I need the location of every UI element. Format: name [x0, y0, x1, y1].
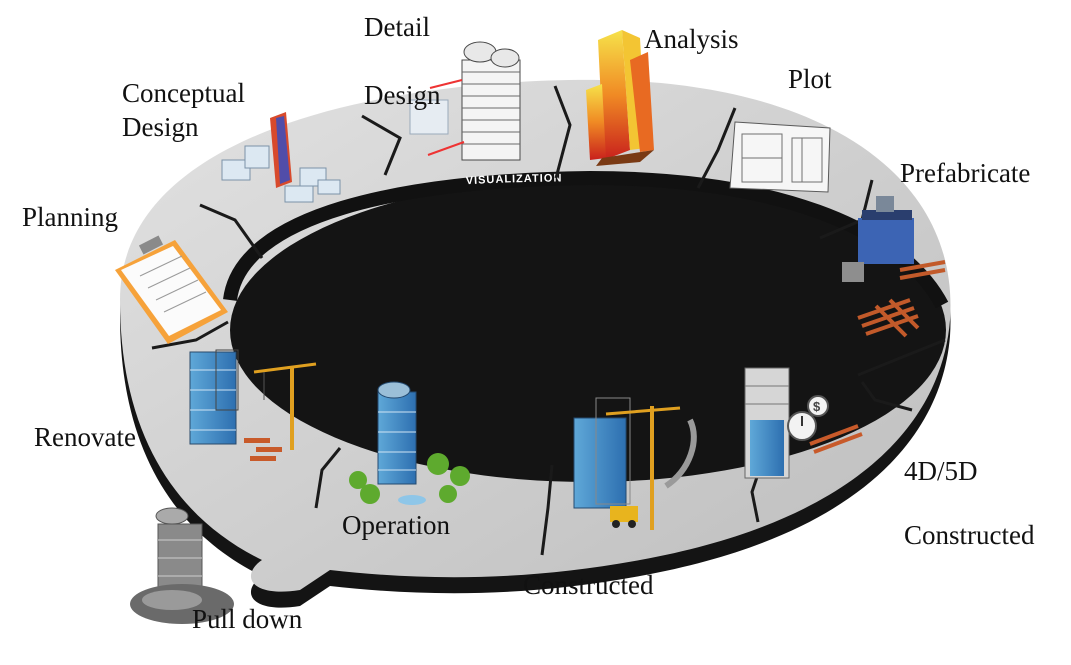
- stage-label-plot: Plot: [788, 64, 832, 94]
- stage-label-planning: Planning: [22, 202, 119, 232]
- stage-label-detail-design-line2: Design: [364, 80, 441, 110]
- prefab-machine-icon: [842, 196, 946, 338]
- stage-label-constructed-bottom: Constructed: [523, 570, 654, 600]
- floor-plan-icon: [729, 121, 831, 193]
- segment-dividers: [151, 85, 946, 556]
- stage-label-prefabricate: Prefabricate: [900, 158, 1031, 188]
- stage-label-constructed-right: Constructed: [904, 520, 1035, 550]
- demolition-rubble-icon: [130, 507, 234, 624]
- stage-label-conceptual-design: Conceptual Design: [122, 78, 245, 142]
- planning-clipboard-icon: [115, 235, 228, 344]
- stage-label-analysis: Analysis: [644, 24, 739, 54]
- stage-label-detail-design-line1: Detail: [364, 12, 430, 42]
- detail-design-building-icon: [409, 41, 521, 161]
- stage-label-operation: Operation: [342, 510, 450, 540]
- analysis-model-icon: [586, 30, 654, 166]
- operation-building-icon: [349, 381, 470, 505]
- visualization-band-label: VISUALIZATION: [465, 173, 562, 188]
- cost-schedule-building-icon: $: [744, 367, 863, 479]
- construction-crane-icon: [573, 397, 697, 530]
- conceptual-model-icon: [221, 112, 341, 203]
- stage-label-renovate: Renovate: [34, 422, 136, 452]
- svg-text:$: $: [813, 399, 821, 414]
- stage-label-pull-down: Pull down: [192, 604, 303, 634]
- renovate-crane-icon: [189, 349, 317, 461]
- stage-label-4d-5d: 4D/5D: [904, 456, 978, 486]
